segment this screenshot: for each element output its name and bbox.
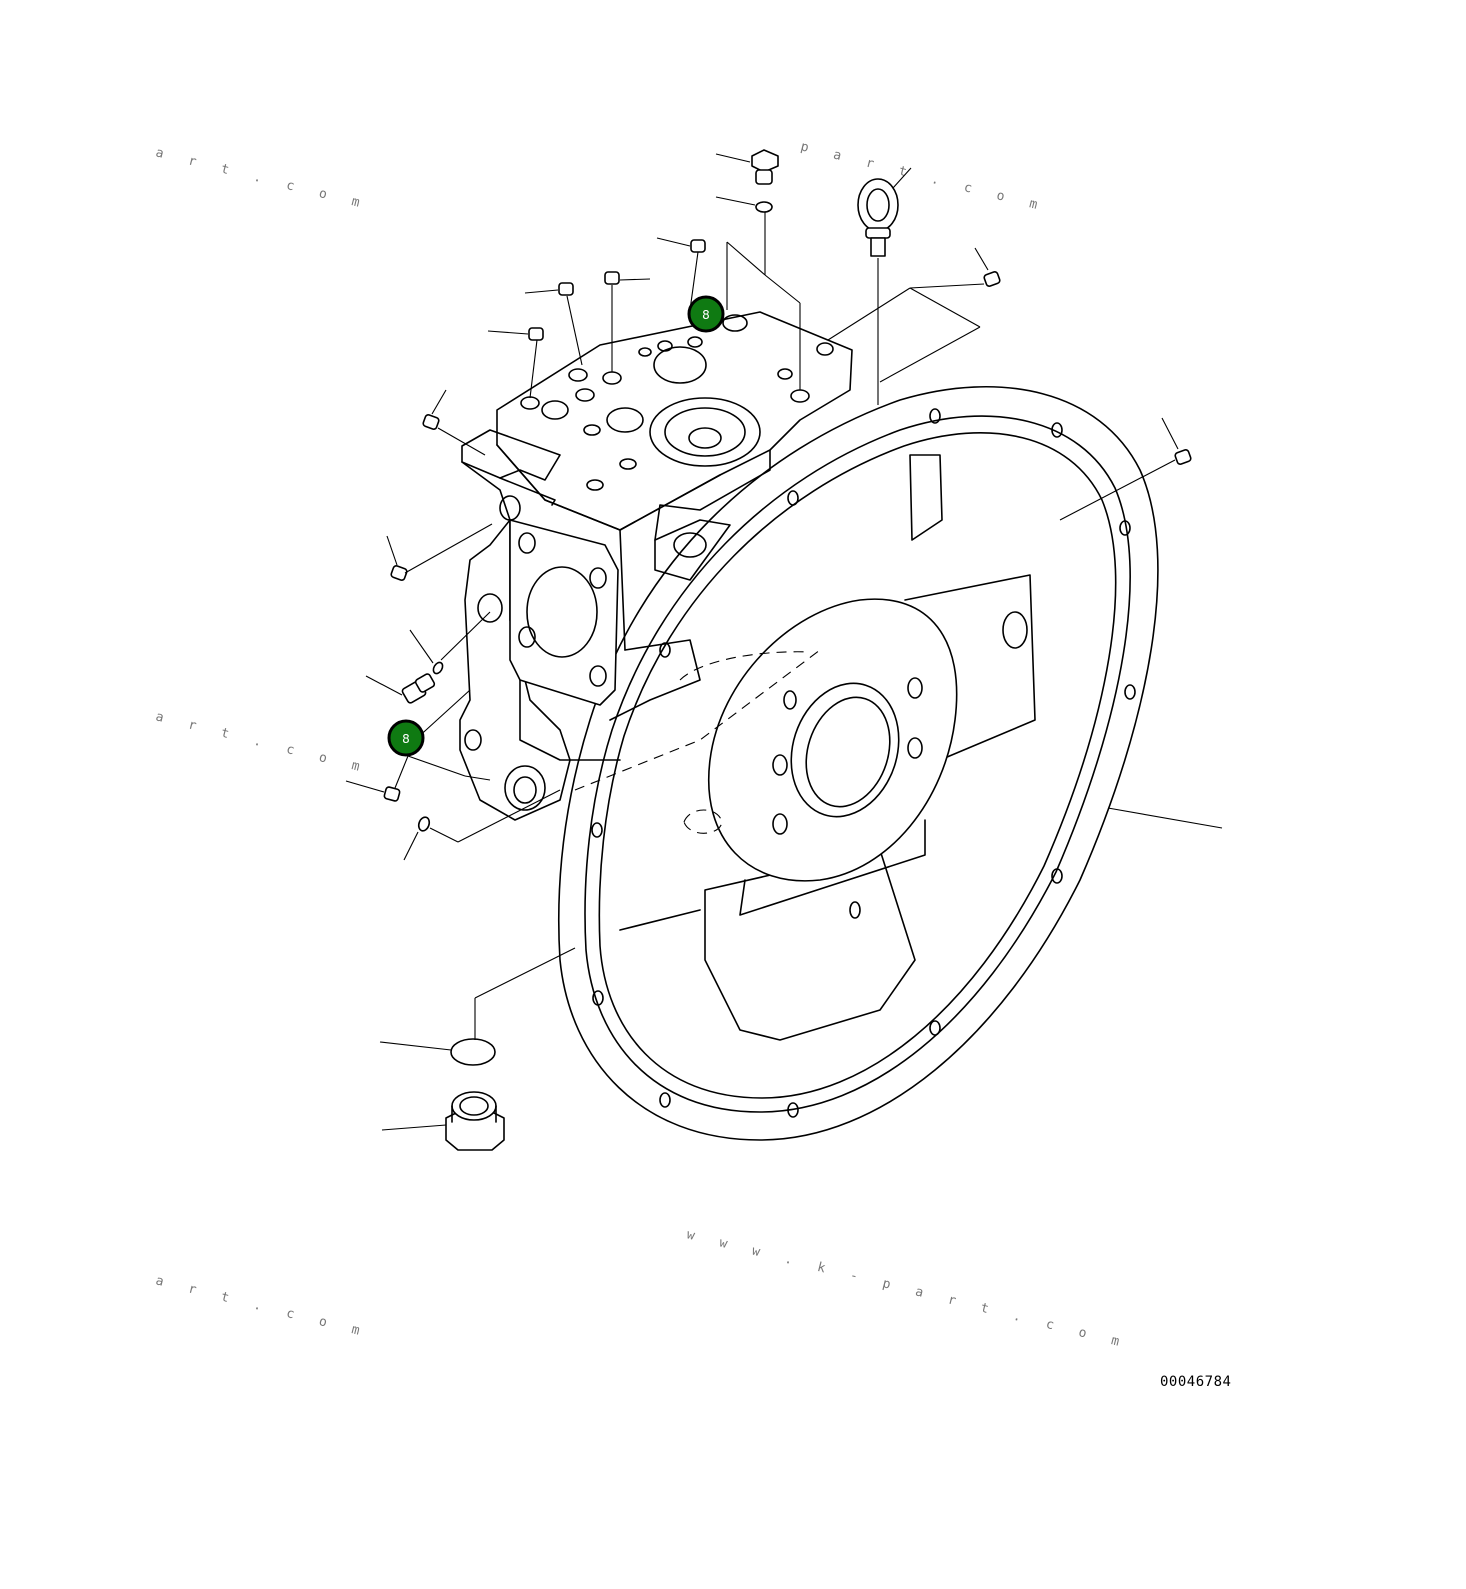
callout-8-top[interactable]: 8 [687, 295, 725, 333]
o-ring-part [432, 661, 444, 675]
leader-lines [345, 153, 1223, 1131]
small-bolt-part [383, 786, 401, 802]
hardware-parts [383, 149, 1192, 1151]
small-bolt-part [422, 414, 440, 430]
o-ring-part [755, 201, 773, 213]
plug-part [751, 149, 779, 185]
rim-bolt-holes [591, 408, 1136, 1118]
watermark-text: a r t . c o m [154, 1273, 370, 1340]
small-bolt-part [1174, 449, 1192, 465]
small-bolt-part [983, 271, 1001, 287]
large-plug-part [445, 1091, 505, 1151]
small-bolt-part [390, 565, 408, 581]
watermark-text: w w w . k - p a r t . c o m [685, 1227, 1129, 1351]
o-ring-part [417, 816, 431, 832]
watermark-text: a r t . c o m [154, 145, 370, 212]
seal-part [450, 1038, 496, 1066]
flywheel-housing [557, 385, 1159, 1141]
small-bolt-part [690, 239, 706, 253]
small-bolt-part [528, 327, 544, 341]
callout-8-left[interactable]: 8 [387, 719, 425, 757]
watermark-text: a r t . c o m [154, 709, 370, 776]
small-bolt-part [558, 282, 574, 296]
fitting-part [401, 673, 436, 704]
watermark-text: p a r t . c o m [799, 139, 1048, 215]
drawing-id-label: 00046784 [1160, 1374, 1232, 1390]
pump-body [459, 311, 853, 821]
eye-bolt-part [857, 178, 899, 257]
small-bolt-part [604, 271, 620, 285]
